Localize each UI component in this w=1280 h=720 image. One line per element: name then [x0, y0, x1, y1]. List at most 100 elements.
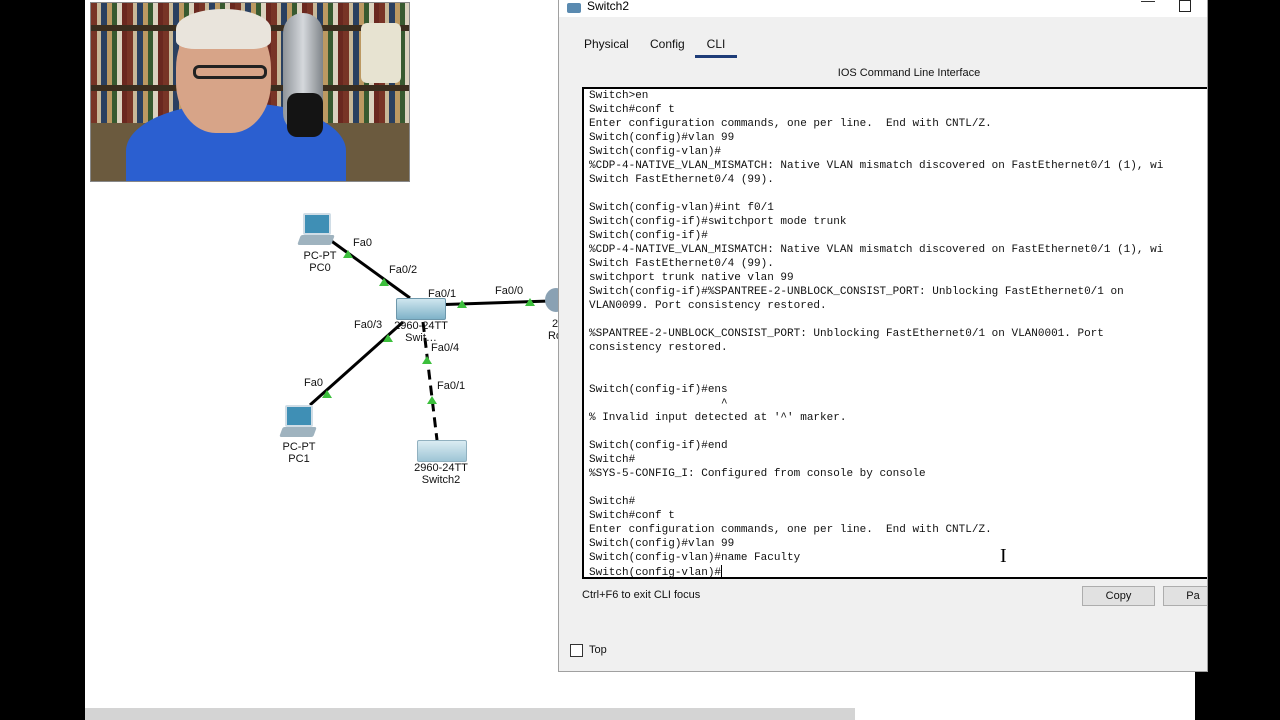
top-checkbox-label: Top: [589, 644, 607, 656]
link-status-indicator: [379, 278, 389, 286]
terminal-line: Switch(config-if)#end: [589, 440, 728, 452]
terminal-line: [589, 313, 1163, 327]
switch2-label: 2960-24TT Switch2: [405, 462, 477, 486]
monitor-shape: [303, 213, 331, 235]
terminal-line: Switch(config-if)#: [589, 230, 708, 242]
tab-cli[interactable]: CLI: [695, 37, 737, 58]
terminal-line: switchport trunk native vlan 99: [589, 272, 794, 284]
terminal-line: Switch(config)#vlan 99: [589, 538, 735, 550]
link-status-indicator: [383, 334, 393, 342]
switch-main-icon[interactable]: [396, 298, 446, 320]
lamp: [361, 23, 401, 83]
app-icon: [567, 3, 581, 13]
top-checkbox[interactable]: [570, 644, 583, 657]
tab-config[interactable]: Config: [650, 37, 685, 51]
presenter-glasses: [193, 65, 267, 79]
link-status-indicator: [457, 300, 467, 308]
microphone-mount: [287, 93, 323, 137]
terminal-line: VLAN0099. Port consistency restored.: [589, 300, 827, 312]
terminal-line: Switch FastEthernet0/4 (99).: [589, 174, 774, 186]
port-label: Fa0/4: [431, 342, 460, 354]
terminal-line: [589, 355, 1163, 369]
link-status-indicator: [525, 298, 535, 306]
terminal-line: Switch>en: [589, 90, 649, 102]
terminal-line: Switch#conf t: [589, 104, 675, 116]
cli-header-text: IOS Command Line Interface: [837, 67, 981, 79]
webcam-overlay: [90, 2, 410, 182]
pc0-icon[interactable]: [297, 213, 335, 247]
terminal-line: % Invalid input detected at '^' marker.: [589, 412, 847, 424]
port-label: Fa0/2: [389, 264, 418, 276]
terminal-line: Switch(config-vlan)#: [589, 565, 723, 579]
window-title: Switch2: [587, 0, 630, 13]
port-label: Fa0: [304, 377, 323, 389]
terminal-line: Switch(config-vlan)#name Faculty: [589, 552, 801, 564]
link-status-indicator: [427, 396, 437, 404]
device-name: PC1: [288, 453, 310, 465]
window-titlebar[interactable]: Switch2 —: [559, 0, 1207, 17]
paste-button[interactable]: Pa: [1163, 586, 1207, 606]
link-pc0-switch[interactable]: [329, 238, 411, 300]
terminal-line: %SPANTREE-2-UNBLOCK_CONSIST_PORT: Unbloc…: [589, 328, 1104, 340]
terminal-line: Switch(config)#vlan 99: [589, 132, 735, 144]
device-model: PC-PT: [303, 250, 337, 262]
terminal-line: Switch#: [589, 454, 636, 466]
text-cursor-icon: I: [1000, 545, 1007, 567]
pc1-label: PC-PT PC1: [276, 441, 322, 465]
maximize-button[interactable]: [1179, 0, 1191, 12]
device-name: PC0: [309, 262, 331, 274]
terminal-line: Switch(config-if)#ens: [589, 384, 728, 396]
port-label: Fa0/1: [428, 288, 457, 300]
link-status-indicator: [343, 250, 353, 258]
pc1-icon[interactable]: [279, 405, 317, 439]
terminal-line: Switch#conf t: [589, 510, 675, 522]
terminal-line: Switch#: [589, 496, 636, 508]
port-label: Fa0/1: [437, 380, 466, 392]
pc0-label: PC-PT PC0: [297, 250, 343, 274]
minimize-button[interactable]: —: [1141, 0, 1155, 8]
terminal-line: ^: [589, 398, 728, 410]
terminal-line: %CDP-4-NATIVE_VLAN_MISMATCH: Native VLAN…: [589, 244, 1164, 256]
terminal-line: [589, 369, 1163, 383]
terminal-line: %SYS-5-CONFIG_I: Configured from console…: [589, 468, 926, 480]
link-status-indicator: [322, 390, 332, 398]
terminal-line: Switch FastEthernet0/4 (99).: [589, 258, 774, 270]
horizontal-scrollbar[interactable]: [85, 708, 855, 720]
switch-main-label: 2960-24TT Swit…: [385, 320, 457, 344]
terminal-line: Enter configuration commands, one per li…: [589, 118, 992, 130]
device-window: Switch2 — Physical Config CLI IOS Comman…: [558, 0, 1208, 672]
port-label: Fa0: [353, 237, 372, 249]
switch2-icon[interactable]: [417, 440, 467, 462]
monitor-shape: [285, 405, 313, 427]
keyboard-shape: [297, 235, 335, 245]
terminal-line: consistency restored.: [589, 342, 728, 354]
terminal-line: Switch(config-vlan)#int f0/1: [589, 202, 774, 214]
copy-button[interactable]: Copy: [1082, 586, 1155, 606]
focus-hint: Ctrl+F6 to exit CLI focus: [582, 589, 701, 601]
terminal-line: [589, 425, 1163, 439]
device-model: 2960-24TT: [414, 462, 468, 474]
device-model: PC-PT: [282, 441, 316, 453]
terminal-line: Switch(config-if)#switchport mode trunk: [589, 216, 847, 228]
terminal-line: [589, 187, 1163, 201]
topology-links: [309, 238, 551, 441]
keyboard-shape: [279, 427, 317, 437]
presenter-hair: [176, 9, 271, 49]
port-label: Fa0/0: [495, 285, 524, 297]
tab-physical[interactable]: Physical: [584, 37, 629, 51]
terminal-line: Enter configuration commands, one per li…: [589, 524, 992, 536]
device-model: 2: [551, 318, 559, 330]
link-switch-switch2[interactable]: [421, 321, 439, 441]
text-caret: [721, 565, 723, 577]
cli-header: IOS Command Line Interface: [559, 67, 1207, 79]
link-status-indicator: [422, 356, 432, 364]
terminal-line: [589, 481, 1163, 495]
port-label: Fa0/3: [354, 319, 383, 331]
terminal-line: %CDP-4-NATIVE_VLAN_MISMATCH: Native VLAN…: [589, 160, 1164, 172]
terminal-line: Switch(config-if)#%SPANTREE-2-UNBLOCK_CO…: [589, 286, 1124, 298]
device-name: Swit…: [405, 332, 437, 344]
terminal-line: Switch(config-vlan)#: [589, 146, 722, 158]
device-model: 2960-24TT: [394, 320, 448, 332]
